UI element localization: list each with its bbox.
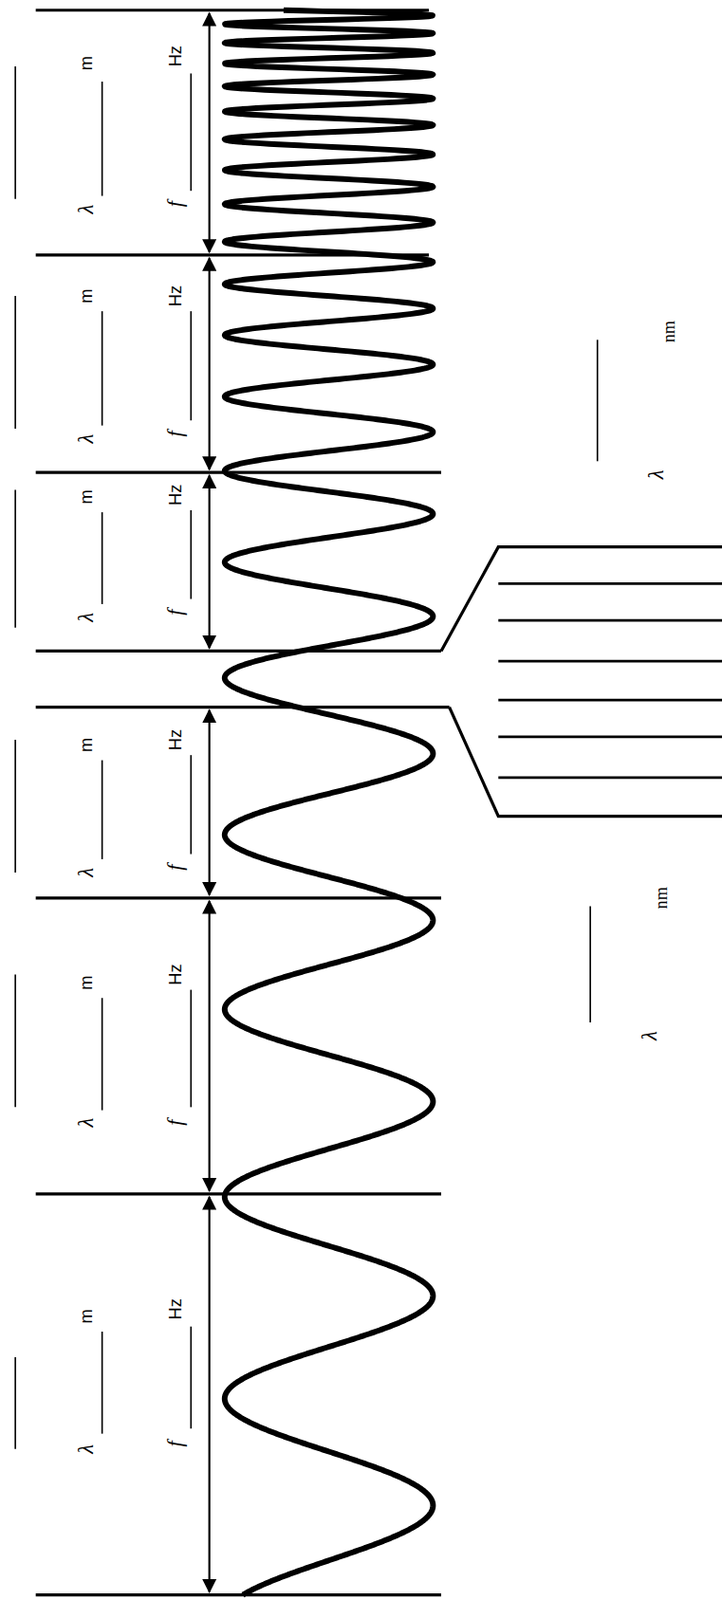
visible-zoom <box>441 547 722 817</box>
unit-label: m <box>77 489 95 504</box>
wave <box>224 10 434 1596</box>
unit-label: Hz <box>166 45 185 67</box>
unit-label: m <box>77 738 95 753</box>
frequency-symbol: f <box>165 430 187 437</box>
frequency-symbol: f <box>165 1119 187 1126</box>
unit-label: nm <box>660 320 678 343</box>
frequency-symbol: f <box>165 864 187 871</box>
unit-label: Hz <box>166 1298 185 1320</box>
wavelength-symbol: λ <box>75 612 98 623</box>
section-dividers <box>36 10 450 1596</box>
wave-path <box>224 10 434 1596</box>
frequency-symbol: f <box>165 1441 187 1447</box>
wavelength-symbol: λ <box>75 1118 98 1129</box>
unit-label: Hz <box>166 484 185 506</box>
unit-label: m <box>77 1309 95 1324</box>
frequency-symbol: f <box>165 609 187 615</box>
section-arrows <box>208 13 211 1593</box>
unit-label: m <box>77 975 95 990</box>
unit-label: Hz <box>166 963 185 985</box>
unit-label: nm <box>652 887 670 909</box>
wavelength-symbol: λ <box>75 434 98 445</box>
unit-label: Hz <box>166 729 185 751</box>
wavelength-symbol: λ <box>646 469 668 480</box>
frequency-symbol: f <box>165 201 187 207</box>
wavelength-symbol: λ <box>638 1031 661 1041</box>
wavelength-symbol: λ <box>75 204 98 215</box>
unit-label: m <box>77 288 95 303</box>
unit-label: Hz <box>166 285 185 307</box>
wavelength-symbol: λ <box>75 868 98 878</box>
wavelength-symbol: λ <box>75 1444 98 1455</box>
unit-label: m <box>77 55 95 71</box>
